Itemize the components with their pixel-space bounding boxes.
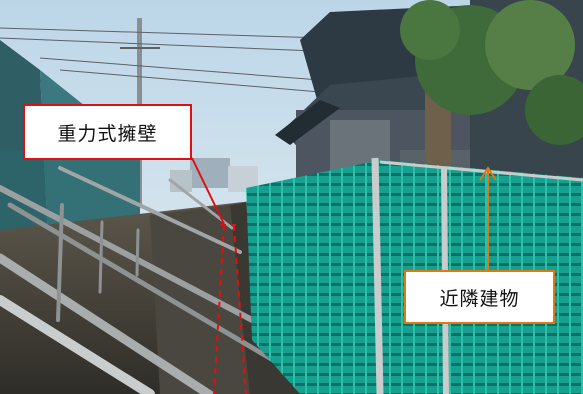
steel-pipe-railing <box>0 166 303 394</box>
gravity-retaining-wall-label: 重力式擁壁 <box>23 104 192 160</box>
tree <box>400 0 583 220</box>
distant-buildings <box>170 158 258 192</box>
adjacent-building-label: 近隣建物 <box>404 270 555 324</box>
wall-leader-line <box>191 157 225 225</box>
gravity-retaining-wall <box>150 205 250 394</box>
building-leader-arrow <box>479 166 497 270</box>
wall-outline-dashed <box>213 224 247 394</box>
